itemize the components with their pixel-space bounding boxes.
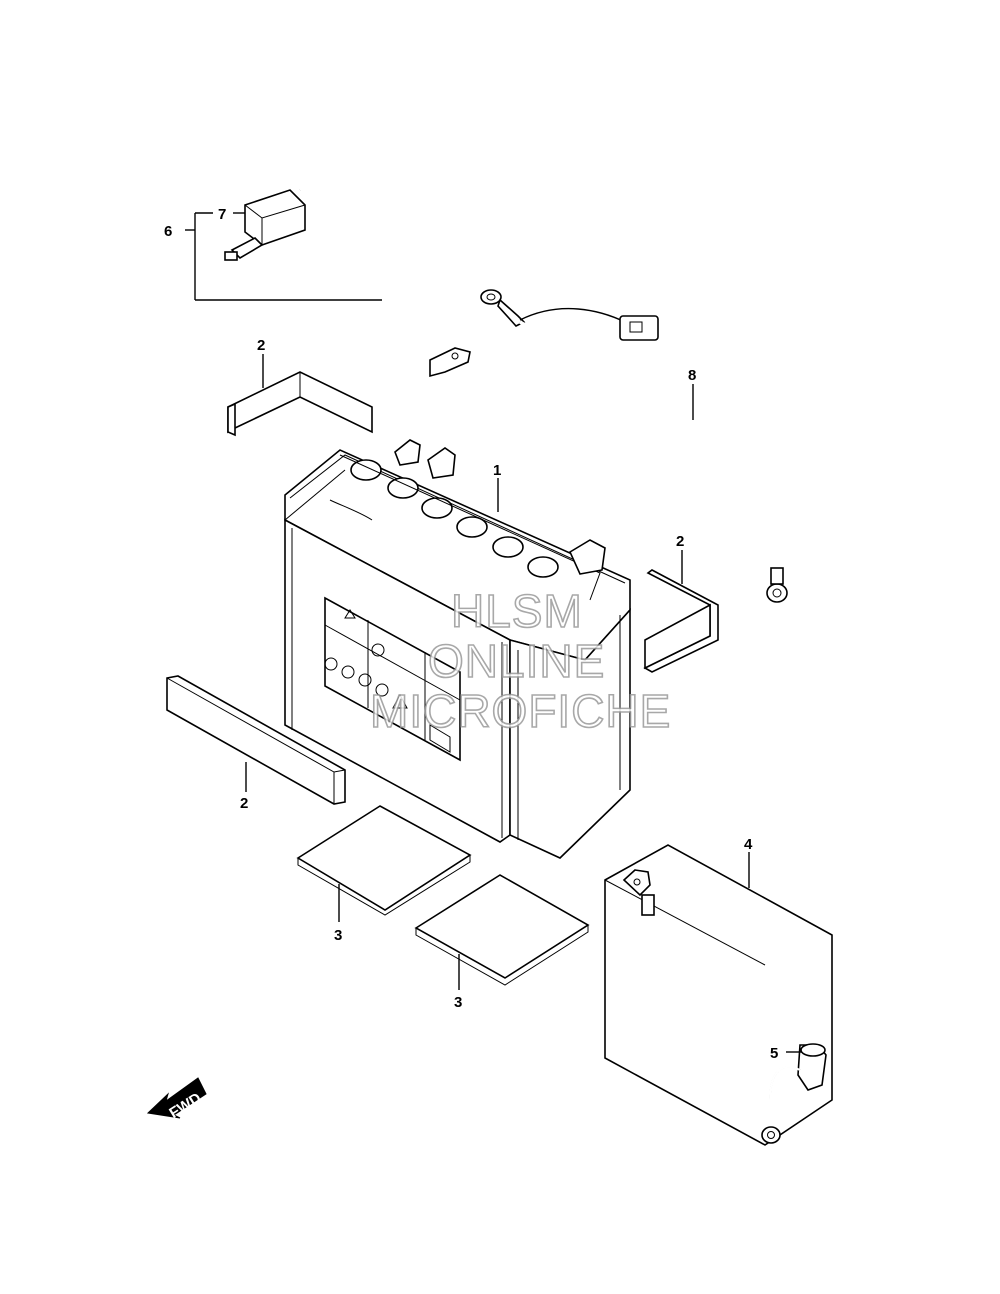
callout-7: 7 xyxy=(218,206,226,223)
callout-4: 4 xyxy=(744,836,753,853)
watermark: HLSM ONLINE MICROFICHE xyxy=(369,584,671,738)
callout-3a: 3 xyxy=(334,927,342,944)
callout-5: 5 xyxy=(770,1045,778,1062)
manual-sheet-2 xyxy=(414,874,590,986)
battery-pad-upper xyxy=(227,371,373,437)
callout-8: 8 xyxy=(688,367,696,384)
callout-6: 6 xyxy=(164,223,172,240)
battery-cable-harness xyxy=(224,167,471,378)
terminal-cap xyxy=(244,189,306,246)
watermark-line-3: MICROFICHE xyxy=(370,685,671,737)
watermark-line-1: HLSM xyxy=(451,585,583,637)
callout-2b: 2 xyxy=(676,533,684,550)
callout-1: 1 xyxy=(493,462,501,479)
battery-pad-right xyxy=(643,569,719,673)
sensor-lead-wire xyxy=(480,289,788,603)
callout-2a: 2 xyxy=(257,337,265,354)
watermark-line-2: ONLINE xyxy=(428,635,605,687)
callout-3b: 3 xyxy=(454,994,462,1011)
callout-2c: 2 xyxy=(240,795,248,812)
battery-pad-side xyxy=(166,675,346,805)
battery xyxy=(284,439,631,859)
cable-kit-box xyxy=(604,844,833,1146)
callout-bracket-6-7 xyxy=(185,212,382,301)
manual-sheet-1 xyxy=(296,805,472,916)
forward-direction-arrow-icon: FWD xyxy=(146,1077,207,1122)
